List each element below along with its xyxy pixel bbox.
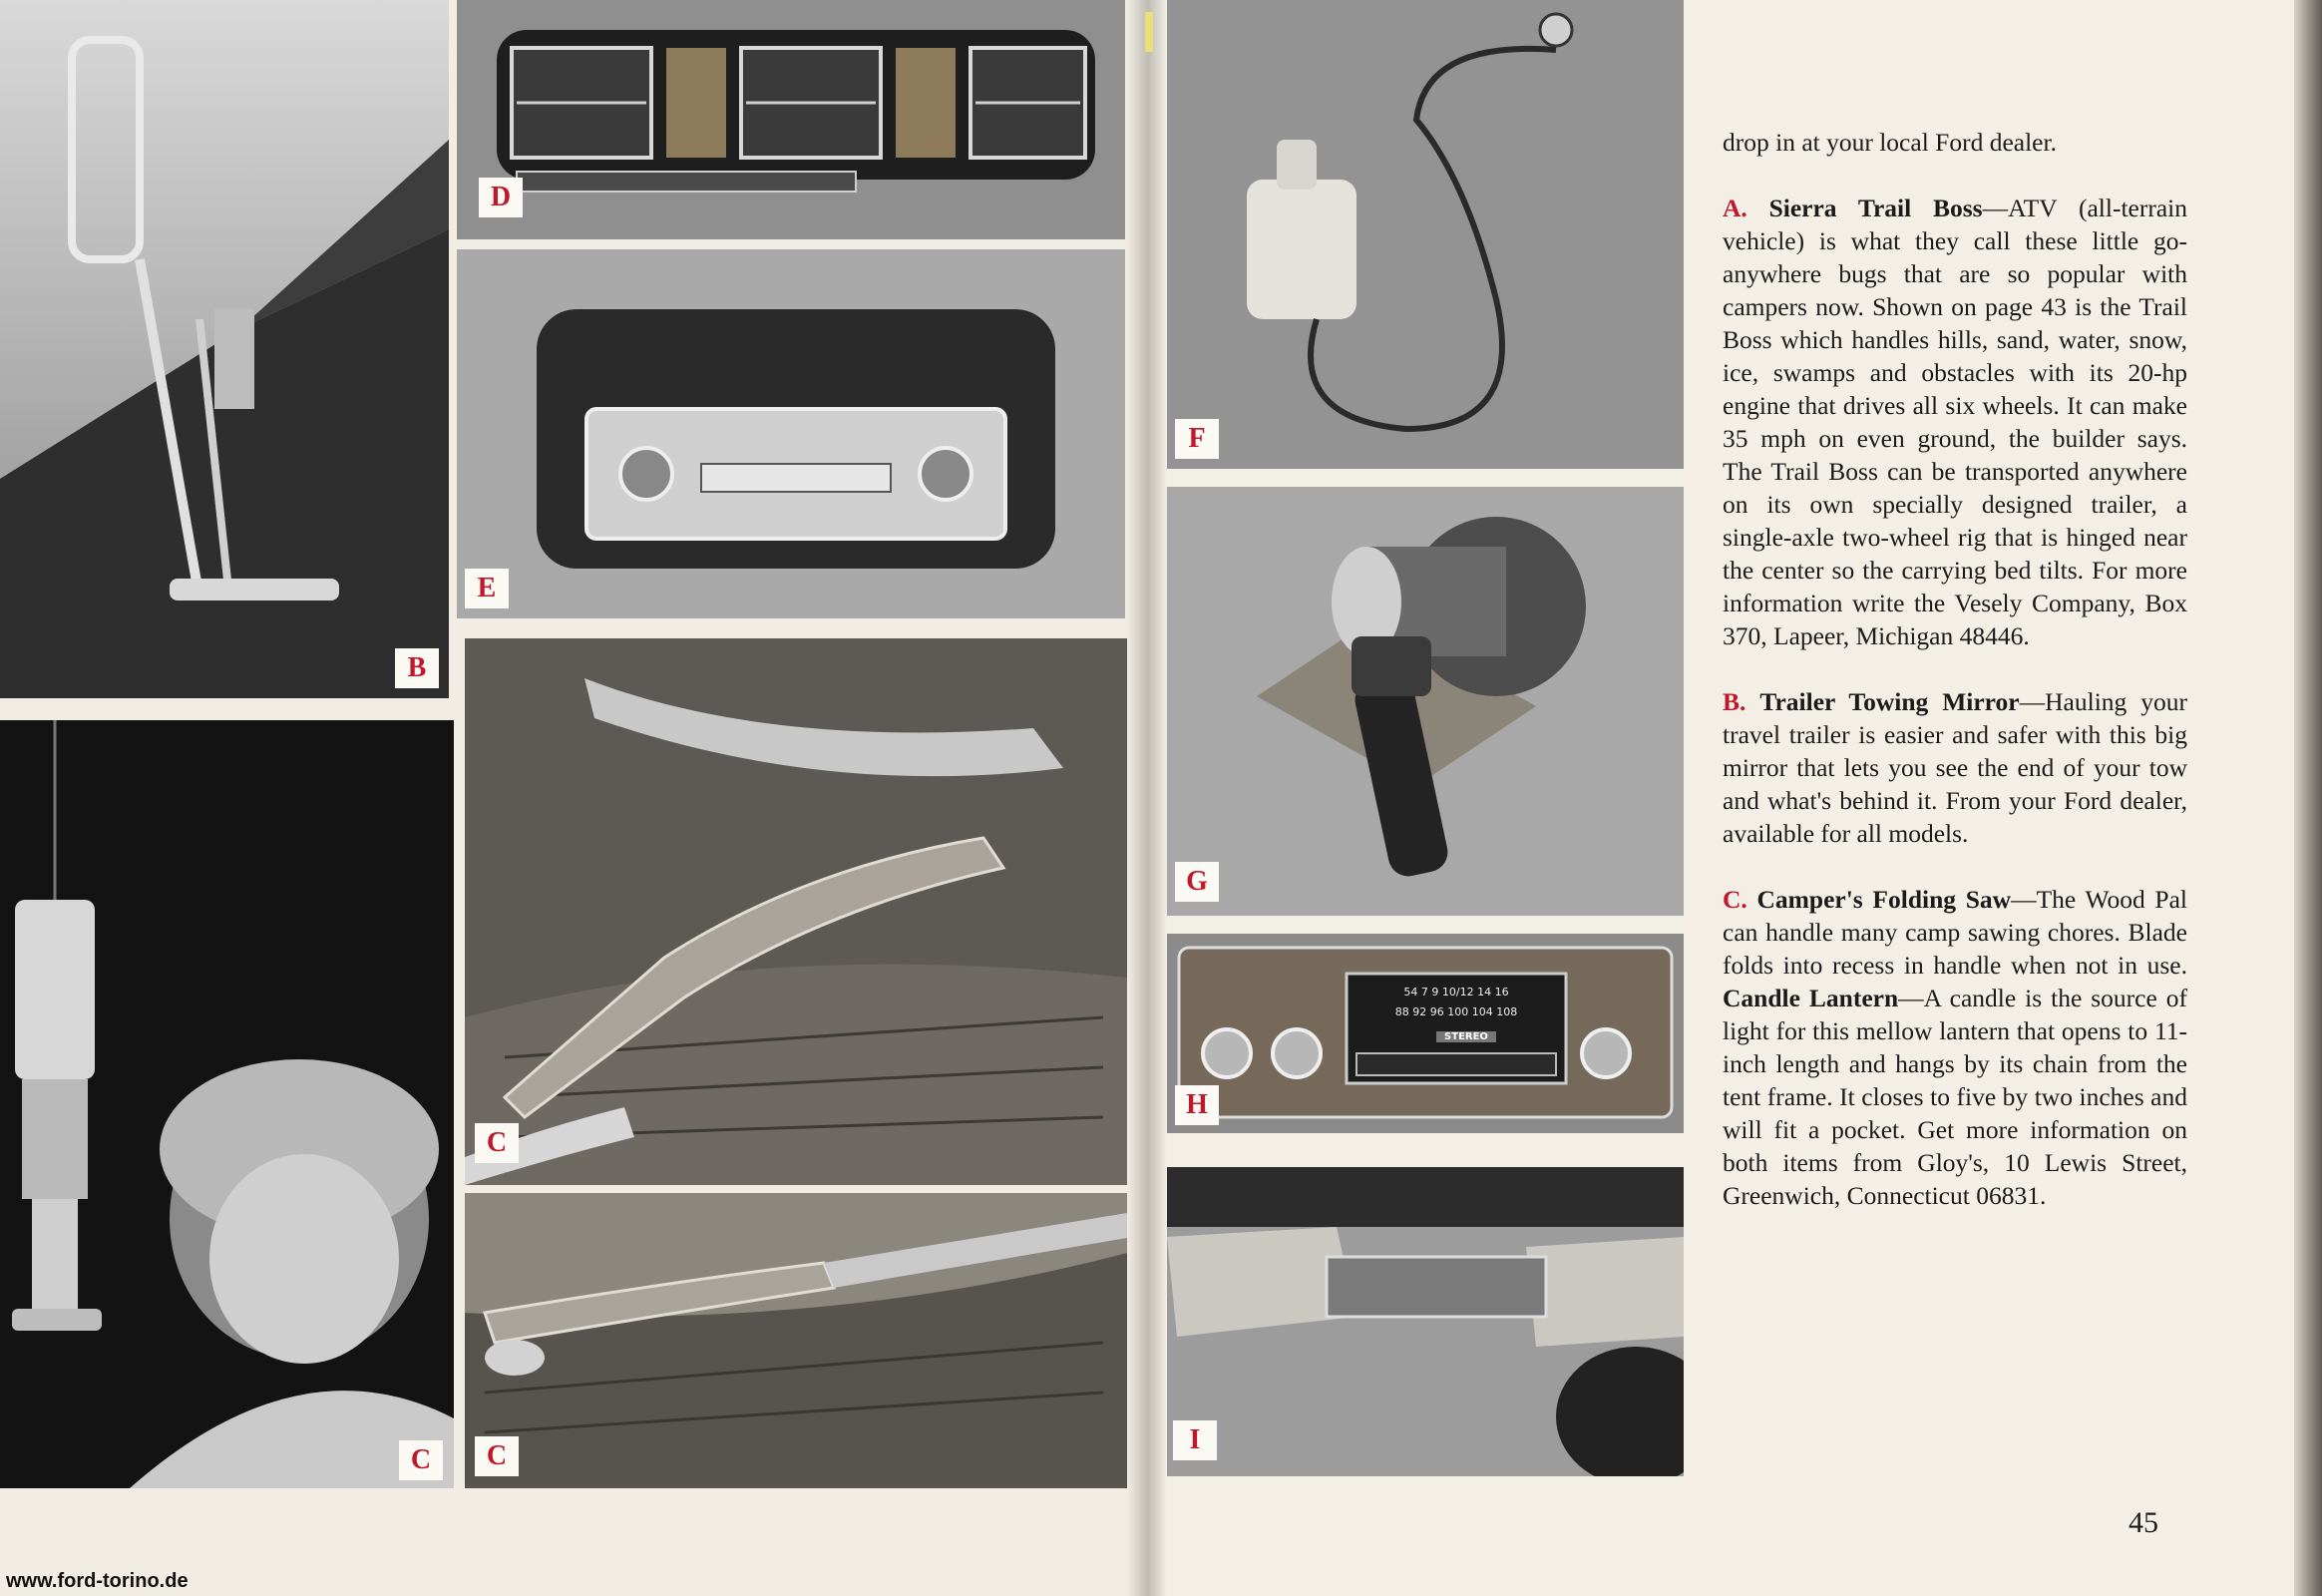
electric-motor-illustration bbox=[1167, 487, 1684, 916]
photo-label-c-saw2: C bbox=[475, 1436, 519, 1476]
article-item-a: A. Sierra Trail Boss—ATV (all-terrain ve… bbox=[1723, 192, 2187, 652]
photo-label-c-saw1: C bbox=[475, 1123, 519, 1163]
tape-player-illustration bbox=[457, 249, 1125, 618]
item-c-heading-2: Candle Lantern bbox=[1723, 984, 1899, 1012]
photo-folding-saw-closed: C bbox=[465, 638, 1127, 1185]
page-tab-marker bbox=[1145, 12, 1153, 52]
folding-saw-illustration-1 bbox=[465, 638, 1127, 1185]
photo-label-e: E bbox=[465, 569, 509, 608]
photo-candle-lantern: C bbox=[0, 720, 454, 1488]
page-gutter bbox=[1127, 0, 1167, 1596]
radio-dial-top: 54 7 9 10/12 14 16 bbox=[1403, 986, 1509, 998]
photo-air-vents: D bbox=[457, 0, 1125, 239]
mirror-illustration bbox=[0, 0, 449, 698]
article-text: drop in at your local Ford dealer. A. Si… bbox=[1723, 126, 2187, 1245]
candle-lantern-illustration bbox=[0, 720, 454, 1488]
photo-stereo-radio: H 54 7 9 10/12 14 16 88 92 96 100 104 10… bbox=[1167, 934, 1684, 1133]
item-a-heading: Sierra Trail Boss bbox=[1768, 194, 1983, 222]
photo-label-h: H bbox=[1175, 1085, 1219, 1125]
item-c-body-2: —A candle is the source of light for thi… bbox=[1723, 984, 2187, 1210]
item-a-body: —ATV (all-terrain vehicle) is what they … bbox=[1723, 194, 2187, 650]
washer-reservoir-illustration bbox=[1167, 0, 1684, 469]
radio-stereo-badge: STEREO bbox=[1436, 1031, 1496, 1042]
photo-label-i: I bbox=[1173, 1420, 1217, 1460]
article-item-c: C. Camper's Folding Saw—The Wood Pal can… bbox=[1723, 883, 2187, 1212]
folding-saw-illustration-2 bbox=[465, 1193, 1127, 1488]
item-b-heading: Trailer Towing Mirror bbox=[1759, 687, 2020, 716]
stereo-radio-illustration bbox=[1167, 934, 1684, 1133]
article-item-b: B. Trailer Towing Mirror—Hauling your tr… bbox=[1723, 685, 2187, 850]
item-a-letter: A. bbox=[1723, 194, 1747, 222]
photo-label-d: D bbox=[479, 178, 523, 217]
photo-label-g: G bbox=[1175, 862, 1219, 902]
book-edge bbox=[2294, 0, 2322, 1596]
item-b-body: —Hauling your travel trailer is easier a… bbox=[1723, 687, 2187, 848]
photo-electric-motor: G bbox=[1167, 487, 1684, 916]
air-vent-illustration bbox=[457, 0, 1125, 239]
photo-label-c-lantern: C bbox=[399, 1440, 443, 1480]
item-c-letter: C. bbox=[1723, 885, 1747, 914]
photo-trailer-towing-mirror: B bbox=[0, 0, 449, 698]
photo-bumper-step: I bbox=[1167, 1167, 1684, 1476]
item-c-body: —The Wood Pal can handle many camp sawin… bbox=[1723, 885, 2188, 980]
article-intro: drop in at your local Ford dealer. bbox=[1723, 128, 2057, 157]
page-number: 45 bbox=[2128, 1506, 2158, 1539]
photo-label-b: B bbox=[395, 648, 439, 688]
photo-label-f: F bbox=[1175, 419, 1219, 459]
bumper-step-illustration bbox=[1167, 1167, 1684, 1476]
photo-tape-player: E bbox=[457, 249, 1125, 618]
radio-dial-bottom: 88 92 96 100 104 108 bbox=[1394, 1005, 1518, 1018]
photo-washer-reservoir: F bbox=[1167, 0, 1684, 469]
item-b-letter: B. bbox=[1723, 687, 1746, 716]
photo-folding-saw-open: C bbox=[465, 1193, 1127, 1488]
website-watermark: www.ford-torino.de bbox=[6, 1570, 189, 1592]
item-c-heading: Camper's Folding Saw bbox=[1756, 885, 2012, 914]
